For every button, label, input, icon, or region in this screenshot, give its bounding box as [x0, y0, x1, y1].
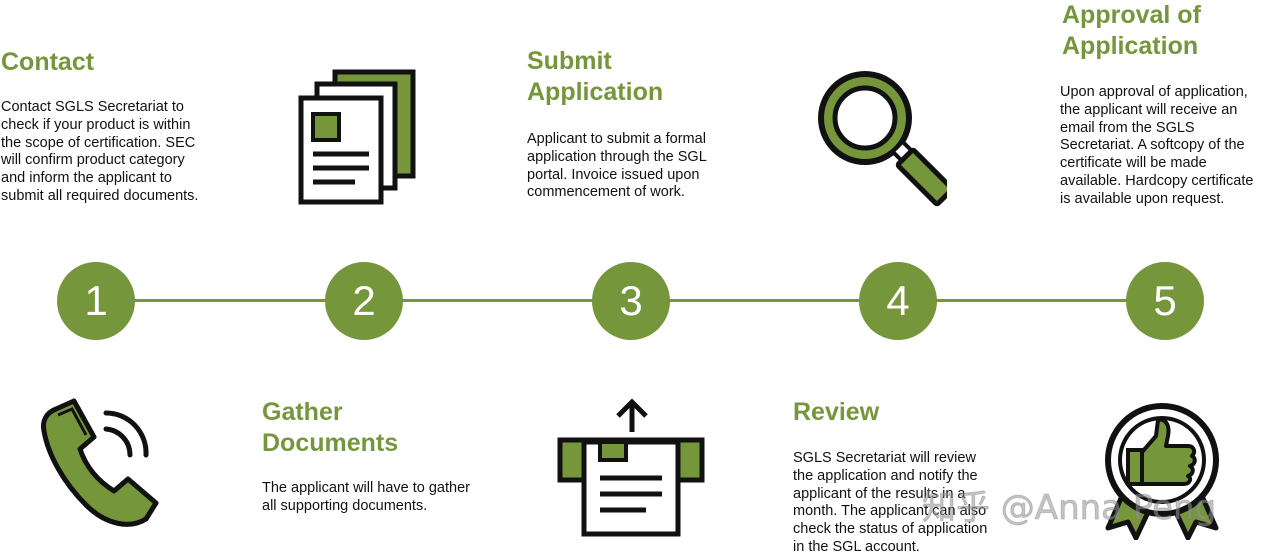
step-4-description: SGLS Secretariat will review the applica…	[793, 450, 988, 555]
step-5-title: Approval of Application	[1062, 1, 1201, 60]
upload-document-icon	[557, 398, 705, 537]
step-2-circle: 2	[325, 262, 403, 340]
step-1-circle: 1	[57, 262, 135, 340]
step-3-title: Submit Application	[527, 47, 664, 106]
phone-icon	[41, 398, 159, 527]
step-3-description: Applicant to submit a formal application…	[527, 131, 707, 201]
step-2-title: Gather Documents	[262, 398, 399, 457]
step-1-title: Contact	[1, 48, 95, 76]
step-1-description: Contact SGLS Secretariat to check if you…	[1, 99, 199, 204]
step-5-circle: 5	[1126, 262, 1204, 340]
documents-icon	[298, 69, 416, 205]
step-5-description: Upon approval of application, the applic…	[1060, 84, 1254, 207]
thumbs-up-award-icon	[1105, 403, 1219, 540]
step-2-description: The applicant will have to gather all su…	[262, 480, 470, 514]
magnifier-icon	[818, 71, 947, 207]
step-4-circle: 4	[859, 262, 937, 340]
step-4-title: Review	[793, 398, 880, 426]
step-3-circle: 3	[592, 262, 670, 340]
watermark-text: 知乎 @Anna Peng	[921, 488, 1217, 529]
